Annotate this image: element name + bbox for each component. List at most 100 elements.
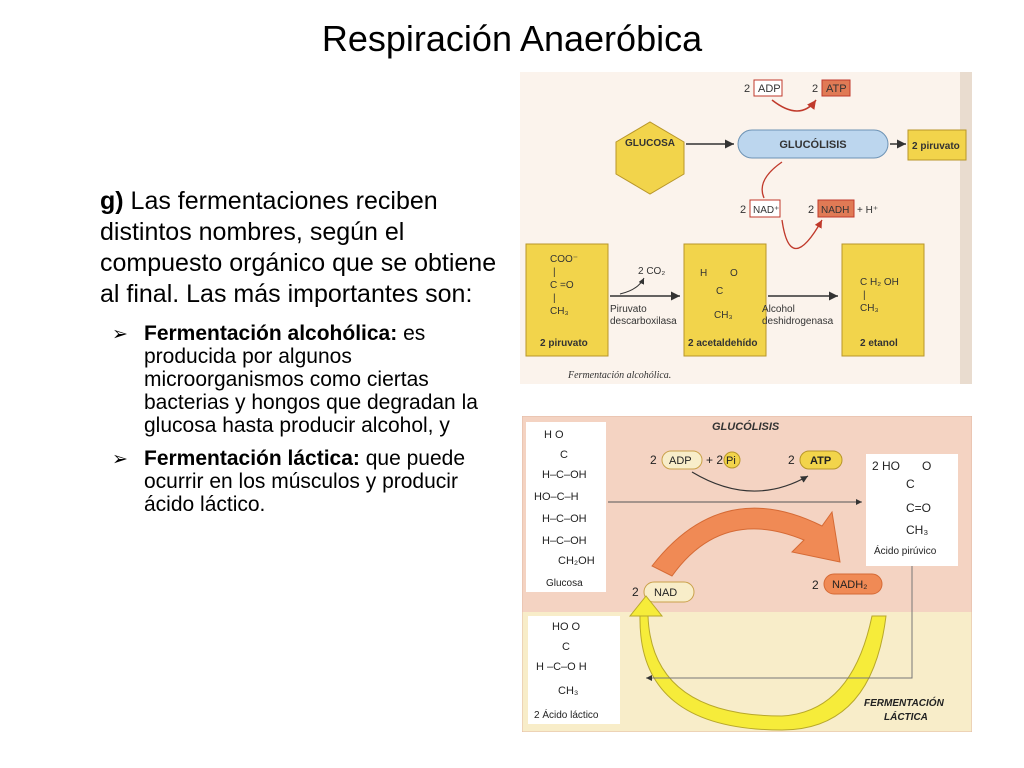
lactic-line: H –C–O H <box>536 661 587 673</box>
bullet-arrow-icon: ➢ <box>112 449 128 470</box>
eth-bond: | <box>863 290 866 301</box>
glucolisis-label: GLUCÓLISIS <box>779 138 846 151</box>
enzyme1-l1: Piruvato <box>610 304 647 315</box>
glucose-line: C <box>560 449 568 461</box>
nad-pill <box>643 581 695 603</box>
bullet-term: Fermentación láctica: <box>144 447 360 470</box>
fermentacion-label-l2: LÁCTICA <box>884 710 928 723</box>
adp-label: ADP <box>758 83 781 95</box>
glucose-line: CH₂OH <box>558 555 595 567</box>
orange-arrow <box>651 507 841 577</box>
nad-count: 2 <box>740 204 746 216</box>
eth-ch3: CH₃ <box>860 303 879 314</box>
return-line <box>646 566 913 681</box>
pi-circle <box>723 451 741 469</box>
atp-pill <box>799 450 843 470</box>
enzyme2-l2: deshidrogenasa <box>762 316 834 327</box>
adp-box <box>753 79 783 97</box>
pyr-coo: COO⁻ <box>550 254 578 265</box>
adp-count: 2 <box>650 453 657 467</box>
glucose-line: H O <box>544 429 564 441</box>
h-plus-label: + H⁺ <box>857 205 878 216</box>
nadh-count: 2 <box>808 204 814 216</box>
glucose-line: H–C–OH <box>542 469 587 481</box>
nadh-box <box>817 199 855 218</box>
atp-box <box>821 79 851 97</box>
lactic-line: C <box>562 641 570 653</box>
piruvato-box <box>525 243 609 357</box>
slide-title: Respiración Anaeróbica <box>321 18 703 59</box>
pyr-bond2: | <box>553 293 556 304</box>
atp-count: 2 <box>788 453 795 467</box>
nadh-label: NADH <box>821 205 849 216</box>
acet-h: H <box>700 268 707 279</box>
nad-curve-arrow <box>761 161 783 199</box>
co2-arrow <box>619 277 645 295</box>
atp-count: 2 <box>812 83 818 95</box>
co2-label: 2 CO₂ <box>638 266 665 277</box>
nad-label: NAD <box>654 587 677 599</box>
pyr-ch3: CH₃ <box>550 306 569 317</box>
pyr-bond1: | <box>553 267 556 278</box>
acet-o: O <box>730 268 738 279</box>
piruvato-out-box <box>907 129 967 161</box>
bullet-term: Fermentación alcohólica: <box>144 322 398 345</box>
enzyme1-l2: descarboxilasa <box>610 316 677 327</box>
atp-label: ATP <box>810 455 831 467</box>
nad-count: 2 <box>632 585 639 599</box>
intro-text: Las fermentaciones reciben distintos nom… <box>100 187 497 308</box>
glucose-line: H–C–OH <box>542 535 587 547</box>
adp-atp-arrow <box>771 99 817 112</box>
glucose-line: HO–C–H <box>534 491 579 503</box>
lactic-label: 2 Ácido láctico <box>534 708 599 721</box>
bullet-list: ➢ Fermentación alcohólica: es producida p… <box>100 322 500 516</box>
etanol-label: 2 etanol <box>860 338 898 349</box>
glucose-label: Glucosa <box>546 578 583 589</box>
lactic-line: HO O <box>552 621 581 633</box>
nadh-label: NADH₂ <box>832 579 867 591</box>
alcoholic-fermentation-diagram: 2 ADP 2 ATP GLUCOSA GLUCÓLISIS 2 piruvat… <box>520 72 972 384</box>
pyr-c1: C <box>906 477 915 491</box>
piruvato-label: 2 piruvato <box>540 338 588 349</box>
acet-c: C <box>716 286 723 297</box>
etanol-box <box>841 243 925 357</box>
adp-count: 2 <box>744 83 750 95</box>
pyr-c2: C=O <box>906 501 931 515</box>
pyr-co: C =O <box>550 280 574 291</box>
bullet-text: es producida por algunos microorganismos… <box>144 322 478 437</box>
yellow-arrow <box>628 595 887 731</box>
acet-ch3: CH₃ <box>714 310 733 321</box>
pyruvic-panel <box>866 454 958 566</box>
adp-atp-arrow <box>691 471 809 492</box>
lactic-fermentation-diagram: GLUCÓLISIS H O C H–C–OH HO–C–H H–C–OH H–… <box>522 416 972 732</box>
fermentacion-label-l1: FERMENTACIÓN <box>864 696 945 709</box>
pyr-prefix: 2 HO <box>872 459 900 473</box>
adp-pill <box>661 450 703 470</box>
enzyme2-l1: Alcohol <box>762 304 795 315</box>
nadh-pill <box>823 573 883 595</box>
intro-label: g) <box>100 187 124 215</box>
glucosa-hexagon <box>615 121 685 195</box>
bullet-alcoholic: ➢ Fermentación alcohólica: es producida p… <box>98 322 500 437</box>
bullet-arrow-icon: ➢ <box>112 324 128 345</box>
nad-box <box>749 199 781 218</box>
pyr-o: O <box>922 459 931 473</box>
acetaldehido-label: 2 acetaldehído <box>688 338 757 349</box>
intro-paragraph: g) Las fermentaciones reciben distintos … <box>100 186 500 310</box>
piruvato-out-label: 2 piruvato <box>912 141 960 152</box>
pyr-ch3: CH₃ <box>906 523 928 537</box>
pi-label: Pi <box>726 455 736 467</box>
bullet-lactic: ➢ Fermentación láctica: que puede ocurrir… <box>98 447 500 516</box>
pyruvic-label: Ácido pirúvico <box>874 544 937 557</box>
plus-two: + 2 <box>706 453 723 467</box>
glucose-line: H–C–OH <box>542 513 587 525</box>
bullet-text: que puede ocurrir en los músculos y prod… <box>144 447 466 516</box>
lactic-panel <box>528 616 620 724</box>
nad-label: NAD⁺ <box>753 205 779 216</box>
glucolisis-pill <box>737 129 889 159</box>
nadh-count: 2 <box>812 578 819 592</box>
caption-alcoholic: Fermentación alcohólica. <box>567 370 671 381</box>
eth-ch2oh: C H₂ OH <box>860 277 899 288</box>
glucose-panel <box>526 422 606 592</box>
slide-body: g) Las fermentaciones reciben distintos … <box>100 186 500 526</box>
